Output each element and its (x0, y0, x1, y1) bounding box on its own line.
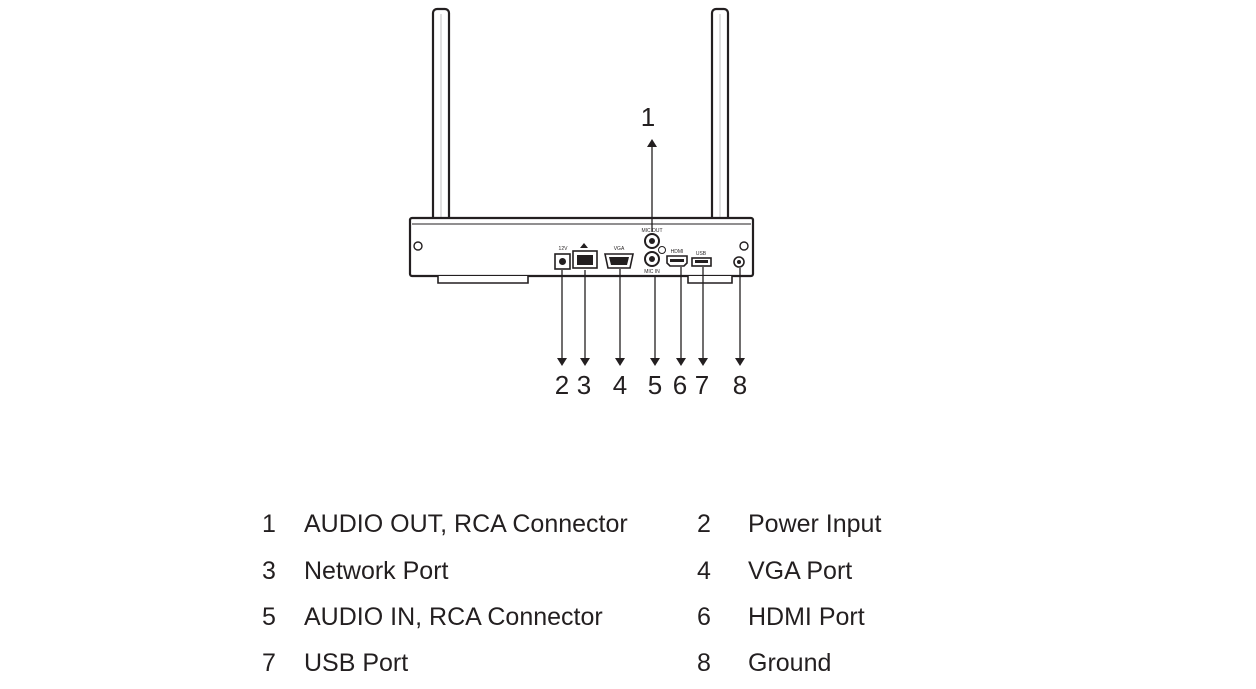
vga-port: VGA (604, 246, 634, 269)
legend-label-hdmi-port: HDMI Port (748, 603, 865, 631)
callout-number-5: 5 (648, 370, 662, 400)
legend-number-8: 8 (697, 649, 711, 677)
hdmi-port: HDMI (666, 249, 688, 267)
legend-number-6: 6 (697, 603, 711, 631)
callout-number-1: 1 (641, 102, 655, 132)
usb-port: USB (691, 251, 712, 267)
legend-number-4: 4 (697, 557, 711, 585)
legend-label-power-input: Power Input (748, 510, 882, 538)
svg-text:USB: USB (696, 251, 707, 257)
legend-label-vga-port: VGA Port (748, 557, 853, 585)
antenna-right (710, 7, 730, 246)
audio-out-rca: MIC OUT (641, 228, 663, 249)
legend-label-usb-port: USB Port (304, 649, 409, 677)
callout-number-3: 3 (577, 370, 591, 400)
legend-label-network-port: Network Port (304, 557, 449, 585)
legend-label-audio-out: AUDIO OUT, RCA Connector (304, 510, 628, 538)
ground-terminal (733, 256, 745, 268)
svg-text:VGA: VGA (614, 246, 625, 252)
legend-number-7: 7 (262, 649, 276, 677)
svg-text:MIC IN: MIC IN (644, 269, 660, 275)
device-rear-panel-diagram: 12V VGA MIC OUT MIC IN HDMI USB (408, 7, 755, 400)
power-input-port: 12V (554, 246, 571, 270)
callout-number-4: 4 (613, 370, 627, 400)
legend-number-5: 5 (262, 603, 276, 631)
legend-label-audio-in: AUDIO IN, RCA Connector (304, 603, 603, 631)
network-port (572, 243, 598, 269)
svg-text:12V: 12V (559, 246, 569, 252)
svg-text:HDMI: HDMI (671, 249, 684, 255)
callout-number-2: 2 (555, 370, 569, 400)
legend-number-1: 1 (262, 510, 276, 538)
legend-number-2: 2 (697, 510, 711, 538)
callout-number-7: 7 (695, 370, 709, 400)
audio-in-rca: MIC IN (644, 246, 666, 275)
legend-number-3: 3 (262, 557, 276, 585)
callout-number-6: 6 (673, 370, 687, 400)
callout-number-8: 8 (733, 370, 747, 400)
antenna-left (431, 7, 451, 246)
legend-label-ground: Ground (748, 649, 832, 677)
